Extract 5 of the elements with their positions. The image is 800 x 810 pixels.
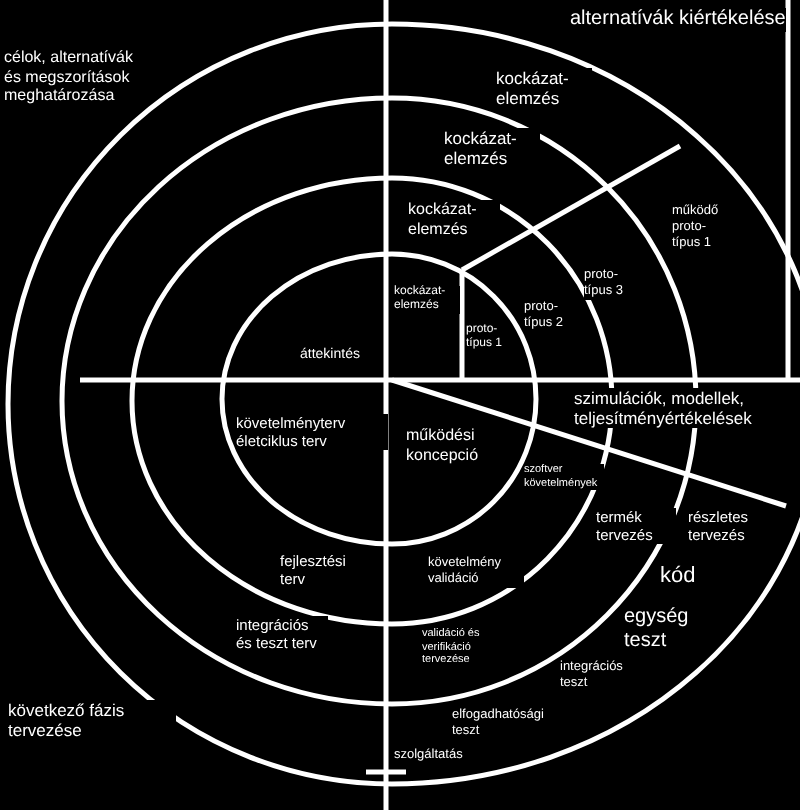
diagram-label: alternatívák kiértékelése [570,8,786,32]
diagram-label: kockázat-elemzés [444,128,540,169]
diagram-label: kockázat-elemzés [408,200,500,239]
diagram-label: következő fázis tervezése [8,700,176,741]
diagram-label: kockázat-elemzés [496,68,592,109]
